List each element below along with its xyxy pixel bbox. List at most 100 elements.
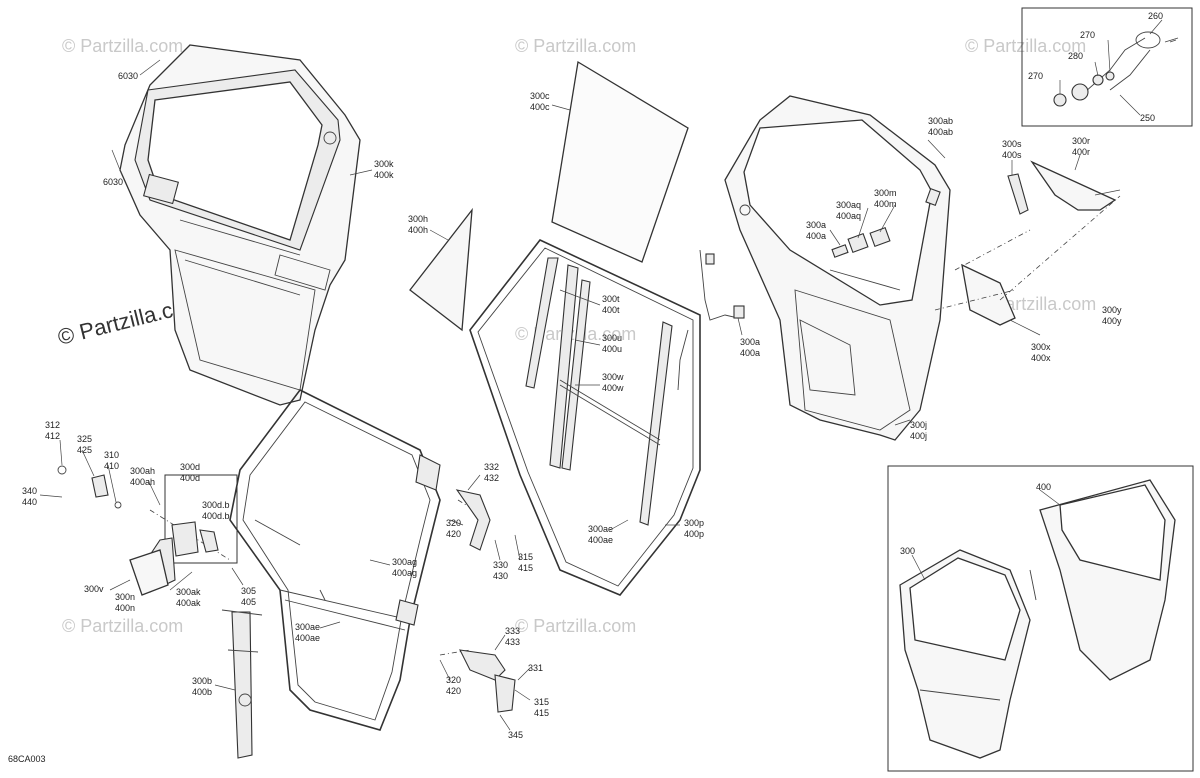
small-window-glass bbox=[409, 207, 473, 332]
callout: 300u bbox=[602, 333, 622, 343]
callout: 405 bbox=[241, 597, 256, 607]
watermark: © Partzilla.com bbox=[515, 36, 636, 56]
callout: 412 bbox=[45, 431, 60, 441]
callout: 400ak bbox=[176, 598, 201, 608]
inner-door-panel bbox=[724, 95, 951, 441]
callout: 300ae bbox=[295, 622, 320, 632]
callout: 315 bbox=[534, 697, 549, 707]
callout: 331 bbox=[528, 663, 543, 673]
callout: 400a bbox=[740, 348, 760, 358]
callout: 400n bbox=[115, 603, 135, 613]
callout: 300b bbox=[192, 676, 212, 686]
callout: 400p bbox=[684, 529, 704, 539]
leader-lines bbox=[39, 19, 1177, 731]
callout: 300ab bbox=[928, 116, 953, 126]
callout: 300 bbox=[900, 546, 915, 556]
callout: 6030 bbox=[118, 71, 138, 81]
callout: 300d bbox=[180, 462, 200, 472]
callout: 425 bbox=[77, 445, 92, 455]
callout: 440 bbox=[22, 497, 37, 507]
callout: 400ab bbox=[928, 127, 953, 137]
watermark: © Partzilla.com bbox=[965, 36, 1086, 56]
callout: 300h bbox=[408, 214, 428, 224]
callout: 300t bbox=[602, 294, 620, 304]
callout: 300a bbox=[806, 220, 826, 230]
callout: 300s bbox=[1002, 139, 1022, 149]
callout: 260 bbox=[1148, 11, 1163, 21]
callout: 400 bbox=[1036, 482, 1051, 492]
callout: 400ag bbox=[392, 568, 417, 578]
callout: 300j bbox=[910, 420, 927, 430]
callout: 415 bbox=[534, 708, 549, 718]
callout: 432 bbox=[484, 473, 499, 483]
callout: 400ae bbox=[295, 633, 320, 643]
callout: 300k bbox=[374, 159, 394, 169]
callout: 6030 bbox=[103, 177, 123, 187]
callout: 400m bbox=[874, 199, 897, 209]
callout: 400d.b bbox=[202, 511, 230, 521]
callout: 320 bbox=[446, 675, 461, 685]
hinge-brackets bbox=[455, 489, 516, 713]
callout: 300ak bbox=[176, 587, 201, 597]
callout: 270 bbox=[1080, 30, 1095, 40]
trim-panel bbox=[1030, 160, 1117, 211]
lock-cylinders bbox=[831, 226, 891, 258]
callout: 400w bbox=[602, 383, 624, 393]
callout: 300r bbox=[1072, 136, 1090, 146]
callout: 300aq bbox=[836, 200, 861, 210]
callout: 325 bbox=[77, 434, 92, 444]
callout: 300ah bbox=[130, 466, 155, 476]
callout: 400ae bbox=[588, 535, 613, 545]
callout: 400h bbox=[408, 225, 428, 235]
callout: 433 bbox=[505, 637, 520, 647]
callout: 400aq bbox=[836, 211, 861, 221]
callout: 400d bbox=[180, 473, 200, 483]
door-frame bbox=[229, 388, 441, 731]
diagram-code: 68CA003 bbox=[8, 754, 46, 764]
callout: 300ae bbox=[588, 524, 613, 534]
callout: 400ah bbox=[130, 477, 155, 487]
callout: 345 bbox=[508, 730, 523, 740]
callout: 300a bbox=[740, 337, 760, 347]
callout: 310 bbox=[104, 450, 119, 460]
window-regulator bbox=[221, 609, 263, 759]
callout: 333 bbox=[505, 626, 520, 636]
window-glass bbox=[551, 60, 689, 263]
callout: 400b bbox=[192, 687, 212, 697]
cable-inset bbox=[1021, 7, 1193, 127]
callout: 400s bbox=[1002, 150, 1022, 160]
callout: 420 bbox=[446, 686, 461, 696]
callout: 400r bbox=[1072, 147, 1090, 157]
callout: 300ag bbox=[392, 557, 417, 567]
callout: 300y bbox=[1102, 305, 1122, 315]
latch-group bbox=[57, 465, 238, 596]
callout: 400u bbox=[602, 344, 622, 354]
callout: 430 bbox=[493, 571, 508, 581]
callout: 320 bbox=[446, 518, 461, 528]
callout: 400y bbox=[1102, 316, 1122, 326]
switch-bezel bbox=[961, 263, 1016, 326]
callout: 300d.b bbox=[202, 500, 230, 510]
watermark: © Partzilla.com bbox=[62, 36, 183, 56]
callout: 300n bbox=[115, 592, 135, 602]
callout: 300v bbox=[84, 584, 104, 594]
callout: 300m bbox=[874, 188, 897, 198]
interior-handle bbox=[1007, 173, 1029, 215]
callout: 400t bbox=[602, 305, 620, 315]
callout: 420 bbox=[446, 529, 461, 539]
callout: 340 bbox=[22, 486, 37, 496]
callout: 270 bbox=[1028, 71, 1043, 81]
callout-labels: 6030 6030 300k 400k 300h 400h 300c 400c … bbox=[8, 11, 1163, 764]
assembled-doors-inset bbox=[887, 465, 1194, 772]
callout: 410 bbox=[104, 461, 119, 471]
callout: 250 bbox=[1140, 113, 1155, 123]
callout: 300x bbox=[1031, 342, 1051, 352]
callout: 400a bbox=[806, 231, 826, 241]
callout: 312 bbox=[45, 420, 60, 430]
callout: 280 bbox=[1068, 51, 1083, 61]
callout: 300w bbox=[602, 372, 624, 382]
callout: 330 bbox=[493, 560, 508, 570]
watermark: © Partzilla.com bbox=[515, 616, 636, 636]
callout: 305 bbox=[241, 586, 256, 596]
